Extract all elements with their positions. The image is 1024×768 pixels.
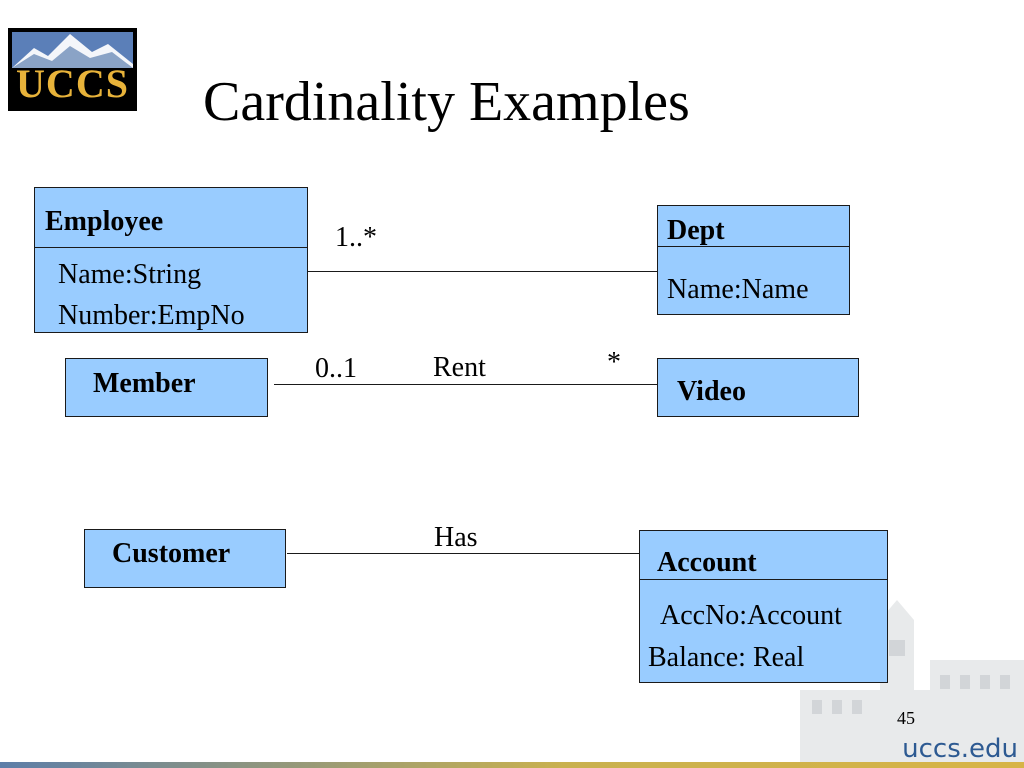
multiplicity-employee-dept: 1..* [335, 222, 377, 253]
association-line-customer-account [287, 553, 639, 554]
logo-wordmark: UCCS [16, 61, 129, 106]
association-line-member-video [274, 384, 658, 385]
uccs-logo: UCCS [8, 28, 137, 111]
class-account: Account AccNo:Account Balance: Real [639, 530, 888, 683]
footer-bar [0, 762, 1024, 768]
class-name: Employee [45, 206, 164, 237]
class-video: Video [657, 358, 859, 417]
class-attribute: Name:String [58, 259, 202, 290]
class-name: Member [93, 368, 196, 399]
slide-title: Cardinality Examples [203, 71, 690, 133]
class-dept: Dept Name:Name [657, 205, 850, 315]
class-attribute: AccNo:Account [660, 600, 842, 631]
class-attribute: Number:EmpNo [58, 300, 245, 331]
association-line-employee-dept [308, 271, 657, 272]
page-number: 45 [897, 708, 915, 728]
multiplicity-member-side: 0..1 [315, 353, 357, 384]
class-divider [640, 579, 887, 580]
class-employee: Employee Name:String Number:EmpNo [34, 187, 308, 333]
class-name: Account [657, 547, 757, 578]
class-divider [658, 246, 849, 247]
mountain-icon [12, 32, 133, 68]
class-customer: Customer [84, 529, 286, 588]
class-attribute: Name:Name [667, 274, 809, 305]
role-label-has: Has [434, 522, 478, 553]
class-name: Dept [667, 215, 725, 246]
role-label-rent: Rent [433, 352, 486, 383]
footer-url: uccs.edu [902, 734, 1018, 764]
class-name: Video [677, 376, 746, 407]
class-name: Customer [112, 538, 231, 569]
multiplicity-video-side: * [607, 347, 621, 378]
class-attribute: Balance: Real [648, 642, 805, 673]
class-member: Member [65, 358, 268, 417]
class-divider [35, 247, 307, 248]
